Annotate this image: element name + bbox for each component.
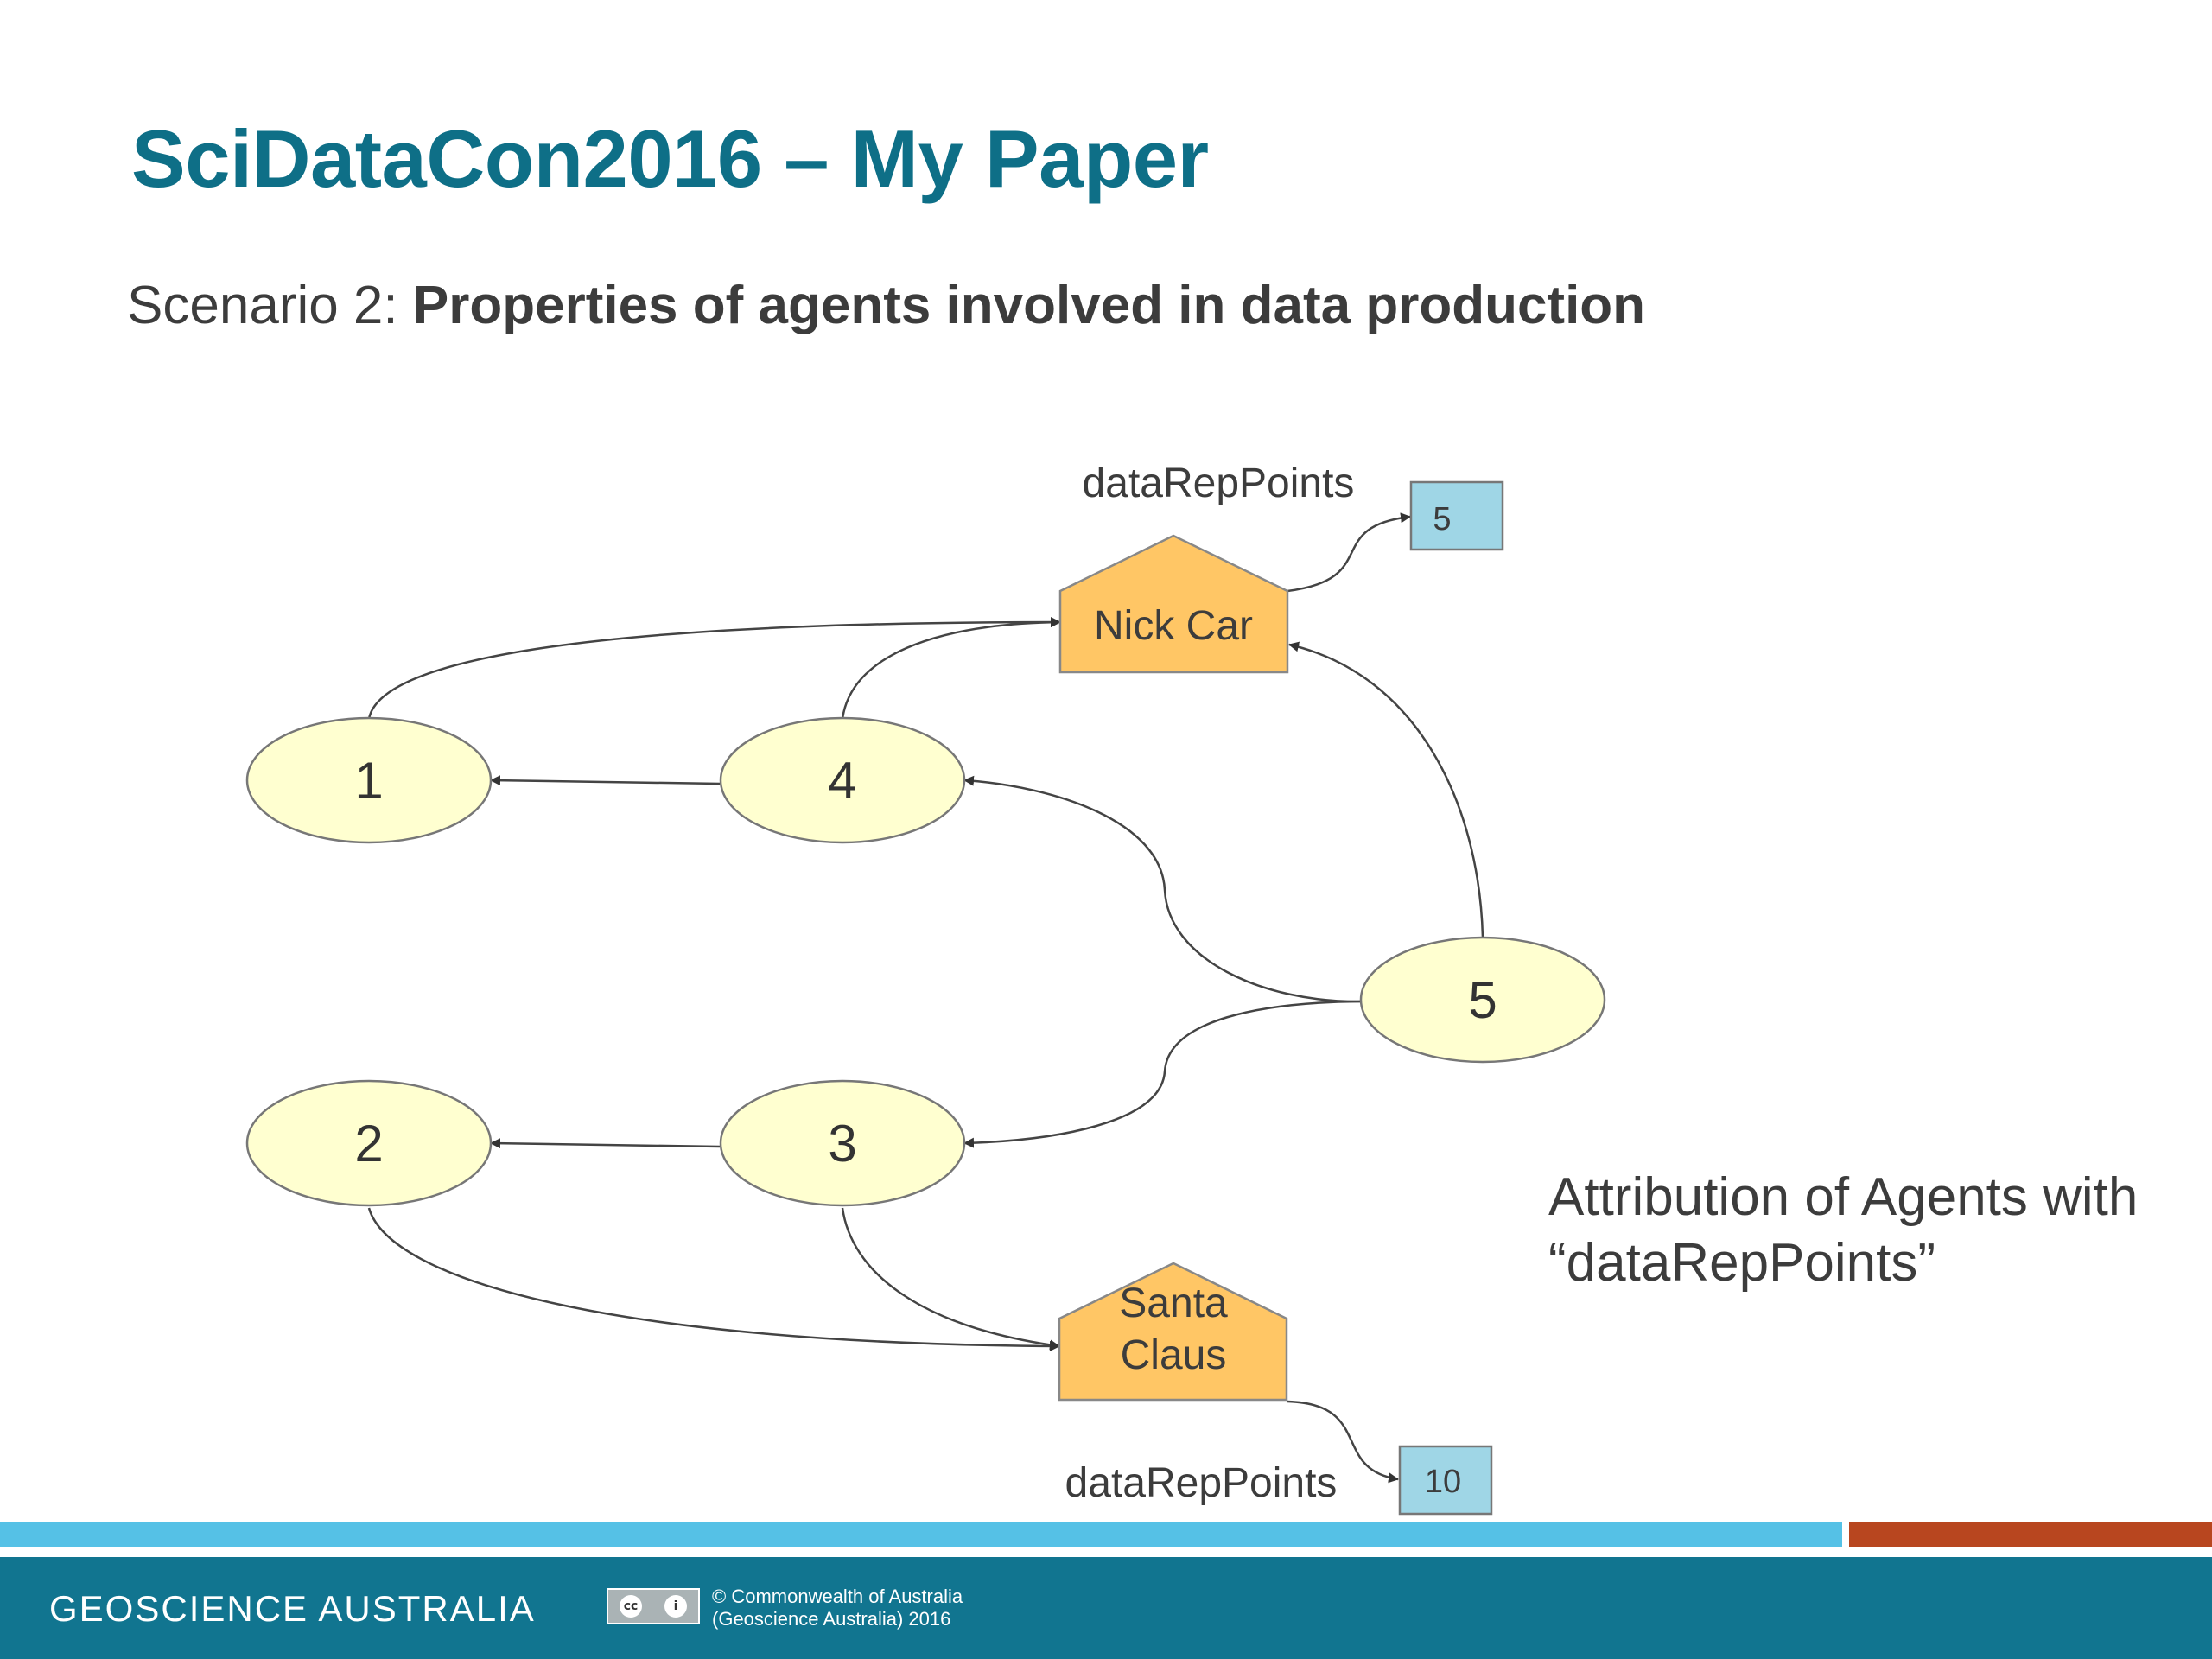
edge-nick-to-value xyxy=(1287,512,1411,593)
edge-4-to-1 xyxy=(490,775,721,786)
agent-nick: Nick Car xyxy=(1058,534,1289,674)
node-3-label: 3 xyxy=(828,1115,856,1173)
copyright-line2: (Geoscience Australia) 2016 xyxy=(712,1608,951,1630)
agent-santa-shape xyxy=(1058,1262,1288,1402)
slide-title: SciDataCon2016 – My Paper xyxy=(131,113,1209,204)
santa-value: 10 xyxy=(1425,1464,1461,1500)
node-1-label: 1 xyxy=(354,752,383,810)
edge-1-to-nick xyxy=(367,617,1061,720)
node-4-label: 4 xyxy=(828,752,856,810)
node-2-shape xyxy=(245,1079,493,1207)
ellipse-nodes: 1 4 5 2 3 xyxy=(245,716,1606,1207)
node-4: 4 xyxy=(719,716,966,844)
agent-nodes: Nick Car Santa Claus xyxy=(1058,534,1289,1402)
edge-5-to-3 xyxy=(963,1000,1362,1148)
copyright-notice: © Commonwealth of Australia (Geoscience … xyxy=(712,1586,963,1630)
node-3: 3 xyxy=(719,1079,966,1207)
nick-property-label: dataRepPoints xyxy=(1083,461,1355,506)
edge-santa-to-value xyxy=(1287,1400,1399,1484)
provenance-diagram: 1 4 5 2 3 Nick Car Santa Claus da xyxy=(245,461,1606,1516)
node-2: 2 xyxy=(245,1079,493,1207)
edge-2-to-santa xyxy=(367,1207,1060,1351)
santa-value-box xyxy=(1398,1445,1493,1516)
edge-4-to-nick xyxy=(841,617,1061,720)
node-4-shape xyxy=(719,716,966,844)
node-3-shape xyxy=(719,1079,966,1207)
node-5-shape xyxy=(1359,936,1606,1064)
creative-commons-badge-icon: cc i xyxy=(607,1588,700,1624)
slide-footer: GEOSCIENCE AUSTRALIA cc i © Commonwealth… xyxy=(0,1557,2212,1659)
nick-value: 5 xyxy=(1433,501,1451,537)
santa-property-label: dataRepPoints xyxy=(1065,1460,1338,1506)
subtitle-bold: Properties of agents involved in data pr… xyxy=(412,276,1646,335)
node-5-label: 5 xyxy=(1468,971,1497,1029)
node-2-label: 2 xyxy=(354,1115,383,1173)
cc-icon: cc xyxy=(620,1595,642,1618)
by-icon: i xyxy=(664,1595,687,1618)
agent-santa-label-line1: Santa xyxy=(1119,1281,1228,1326)
footer-accent-bar-blue xyxy=(0,1522,1842,1547)
node-1-shape xyxy=(245,716,493,844)
caption-line2: “dataRepPoints” xyxy=(1548,1233,1936,1293)
copyright-line1: © Commonwealth of Australia xyxy=(712,1586,963,1607)
slide-subtitle: Scenario 2: Properties of agents involve… xyxy=(127,275,1645,336)
agent-nick-label: Nick Car xyxy=(1094,603,1253,649)
agent-nick-shape xyxy=(1058,534,1289,674)
diagram-caption: Attribution of Agents with “dataRepPoint… xyxy=(1548,1165,2138,1296)
brand-name: GEOSCIENCE AUSTRALIA xyxy=(49,1588,536,1629)
agent-santa-label-line2: Claus xyxy=(1121,1332,1227,1378)
footer-accent-bar-orange xyxy=(1849,1522,2212,1547)
property-values: dataRepPoints 5 dataRepPoints 10 xyxy=(1065,461,1504,1516)
edge-5-to-4 xyxy=(963,775,1362,1003)
edge-3-to-santa xyxy=(841,1207,1060,1351)
edge-5-to-nick xyxy=(1288,641,1484,938)
agent-santa: Santa Claus xyxy=(1058,1262,1288,1402)
subtitle-prefix: Scenario 2: xyxy=(127,276,413,335)
edge-3-to-2 xyxy=(490,1138,721,1149)
node-5: 5 xyxy=(1359,936,1606,1064)
edges xyxy=(367,512,1484,1484)
caption-line1: Attribution of Agents with xyxy=(1548,1167,2139,1227)
nick-value-box xyxy=(1409,480,1504,551)
node-1: 1 xyxy=(245,716,493,844)
